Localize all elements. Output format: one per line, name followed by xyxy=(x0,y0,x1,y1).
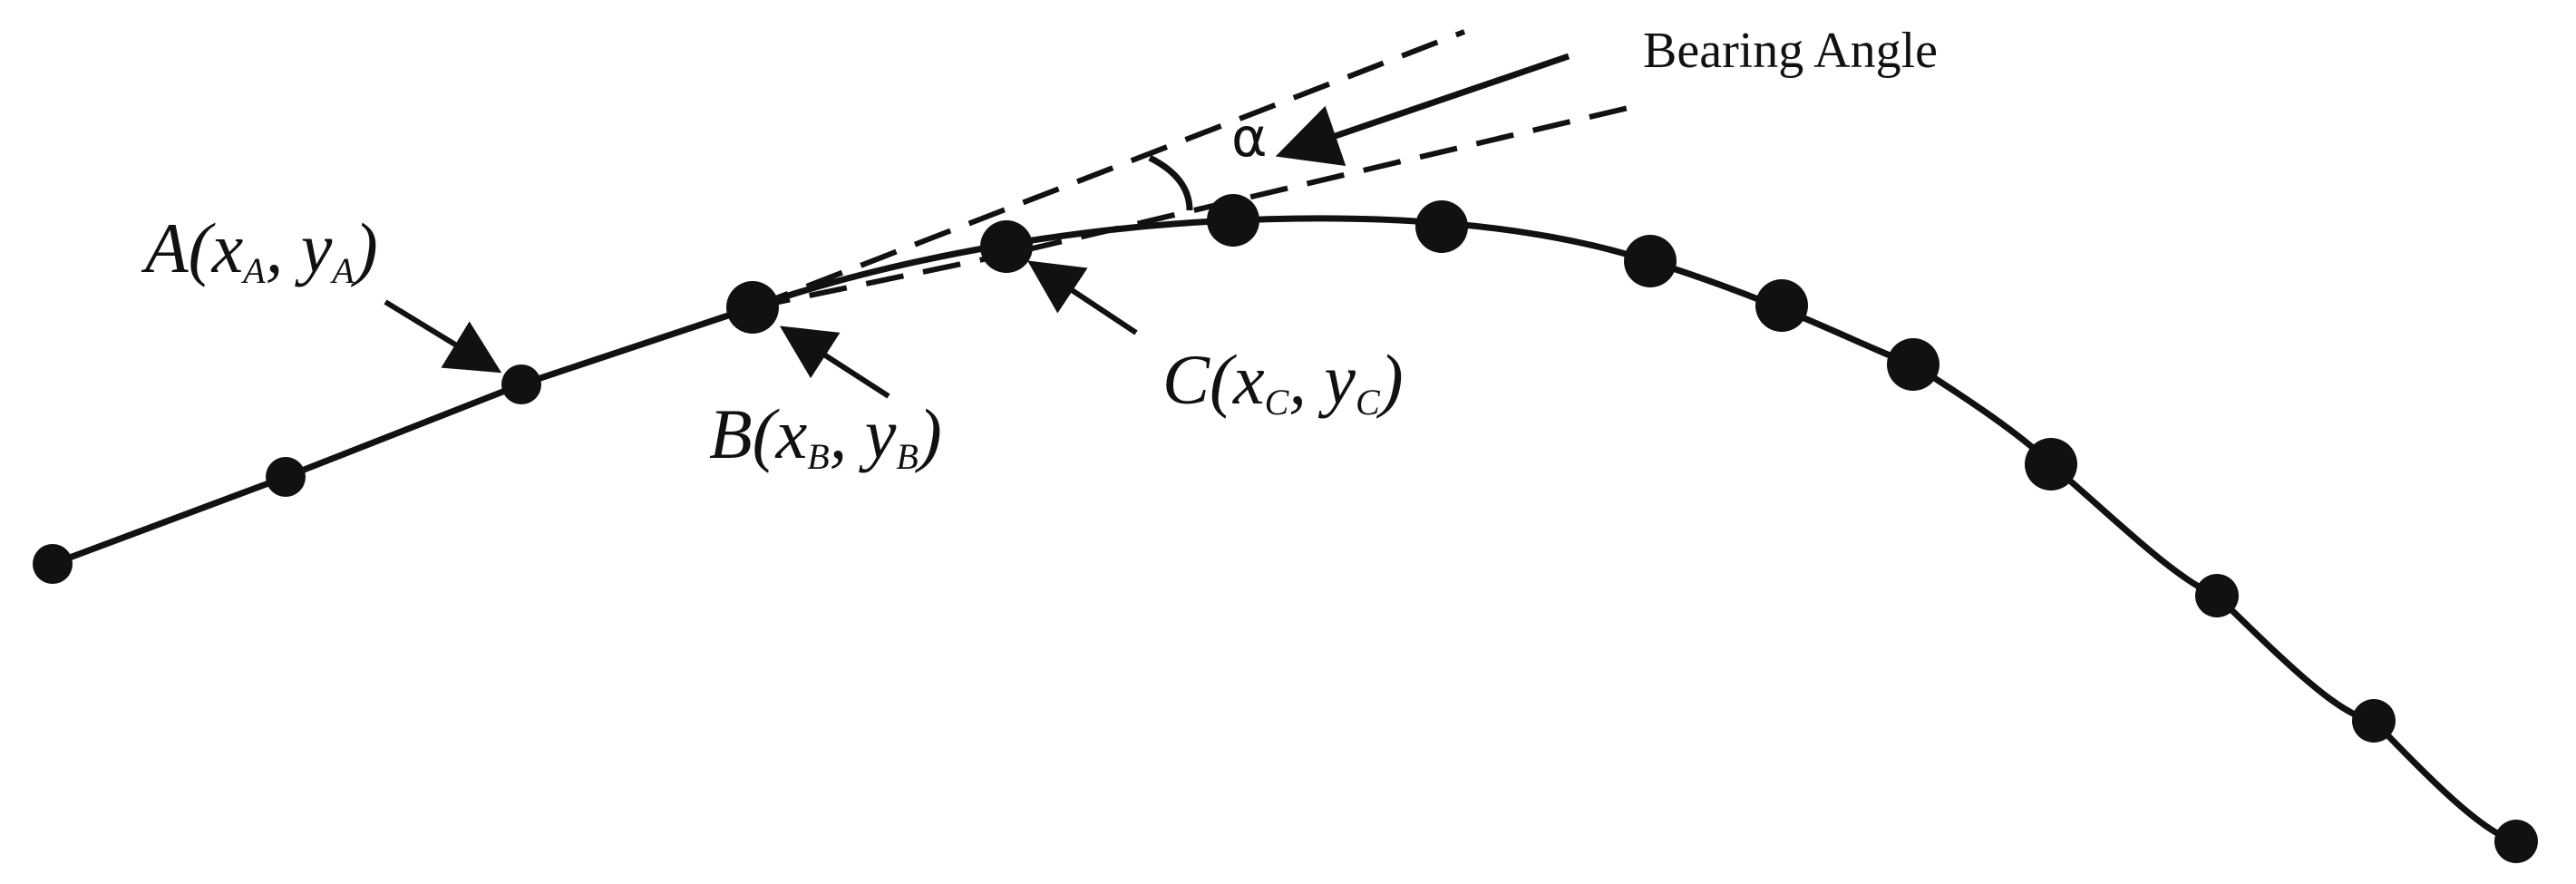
label-c-y-sub: C xyxy=(1356,382,1381,423)
label-a-close: ) xyxy=(351,209,378,287)
trajectory-point xyxy=(1624,235,1677,287)
label-c-x: x xyxy=(1232,340,1265,419)
trajectory-point xyxy=(1887,338,1939,391)
arrow-point-c xyxy=(1027,260,1138,335)
label-c-sep: , xyxy=(1288,340,1324,419)
trajectory-points xyxy=(33,194,2538,863)
arrow-bearing-angle xyxy=(1275,53,1570,166)
trajectory-point xyxy=(1207,194,1259,247)
dashed-line-middle xyxy=(752,248,1024,310)
label-c-letter: C xyxy=(1162,340,1210,419)
label-c-y: y xyxy=(1317,340,1356,419)
label-point-c: C(xC, yC) xyxy=(1144,340,1414,423)
trajectory-point xyxy=(266,457,306,497)
label-b-y: y xyxy=(859,394,897,473)
dashed-line-upper xyxy=(751,29,1466,310)
label-point-a: A(xA, yA) xyxy=(127,209,389,291)
trajectory-line xyxy=(51,215,2517,845)
label-c-x-sub: C xyxy=(1265,382,1290,423)
label-a-x: x xyxy=(211,209,244,287)
label-b-close: ) xyxy=(915,394,942,473)
label-c-open: ( xyxy=(1210,340,1237,419)
label-b-y-sub: B xyxy=(896,436,918,477)
trajectory-point-c xyxy=(980,220,1033,273)
arrow-point-a xyxy=(384,299,502,374)
trajectory-point-a xyxy=(501,364,541,404)
alpha-symbol: α xyxy=(1231,106,1268,170)
trajectory-point xyxy=(2352,699,2396,743)
trajectory-point-b xyxy=(726,281,779,334)
label-b-letter: B xyxy=(709,394,753,473)
label-b-x: x xyxy=(775,394,808,473)
trajectory-point xyxy=(2494,820,2538,863)
label-b-sep: , xyxy=(830,394,865,473)
label-a-open: ( xyxy=(189,209,216,287)
label-a-letter: A xyxy=(141,209,189,287)
bearing-angle-label: Bearing Angle xyxy=(1643,23,1938,79)
label-c-close: ) xyxy=(1376,340,1404,419)
trajectory-point xyxy=(2025,438,2077,491)
label-a-y-sub: A xyxy=(329,250,355,291)
trajectory-point xyxy=(33,544,73,584)
label-a-x-sub: A xyxy=(240,250,266,291)
label-point-b: B(xB, yB) xyxy=(691,394,953,477)
dashed-line-lower xyxy=(1024,104,1633,253)
trajectory-point xyxy=(2195,574,2239,617)
angle-arc xyxy=(1148,154,1193,211)
arrow-point-b xyxy=(779,325,890,399)
label-b-open: ( xyxy=(753,394,780,473)
label-a-y: y xyxy=(295,209,333,287)
trajectory-point xyxy=(1755,279,1808,332)
trajectory-point xyxy=(1415,200,1468,253)
label-a-sep: , xyxy=(266,209,301,287)
label-b-x-sub: B xyxy=(807,436,829,477)
